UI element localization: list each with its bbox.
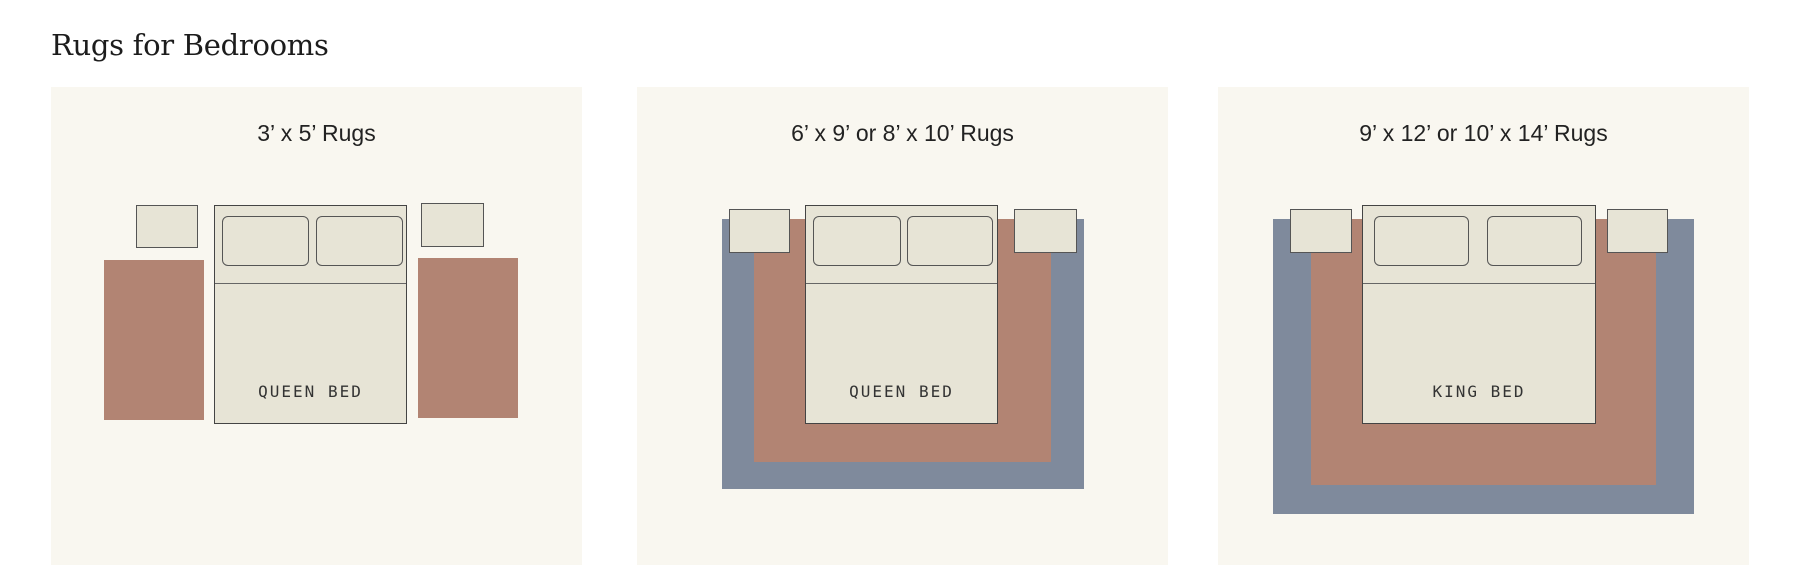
bed: KING BED	[1362, 205, 1596, 424]
sheet-line	[1363, 283, 1595, 284]
bed-label: QUEEN BED	[849, 382, 954, 401]
nightstand-left	[729, 209, 790, 253]
sheet-line	[806, 283, 997, 284]
bed-label: KING BED	[1432, 382, 1526, 401]
rug-right	[418, 258, 518, 418]
bed: QUEEN BED	[805, 205, 998, 424]
pillow	[222, 216, 309, 266]
nightstand-right	[1014, 209, 1077, 253]
nightstand-left	[136, 205, 198, 248]
nightstand-left	[1290, 209, 1352, 253]
pillow	[907, 216, 993, 266]
pillow	[1487, 216, 1582, 266]
nightstand-right	[421, 203, 484, 247]
nightstand-right	[1607, 209, 1668, 253]
pillow	[316, 216, 403, 266]
bed: QUEEN BED	[214, 205, 407, 424]
rug-left	[104, 260, 204, 420]
page-title: Rugs for Bedrooms	[51, 28, 329, 62]
panel-title: 6’ x 9’ or 8’ x 10’ Rugs	[791, 120, 1014, 146]
pillow	[813, 216, 901, 266]
pillow	[1374, 216, 1469, 266]
bed-label: QUEEN BED	[258, 382, 363, 401]
panel-3x5: 3’ x 5’ Rugs QUEEN BED	[51, 87, 582, 565]
panel-9x12-10x14: 9’ x 12’ or 10’ x 14’ Rugs KING BED	[1218, 87, 1749, 565]
panel-title: 3’ x 5’ Rugs	[257, 120, 376, 146]
panel-6x9-8x10: 6’ x 9’ or 8’ x 10’ Rugs QUEEN BED	[637, 87, 1168, 565]
panel-title: 9’ x 12’ or 10’ x 14’ Rugs	[1359, 120, 1608, 146]
sheet-line	[215, 283, 406, 284]
